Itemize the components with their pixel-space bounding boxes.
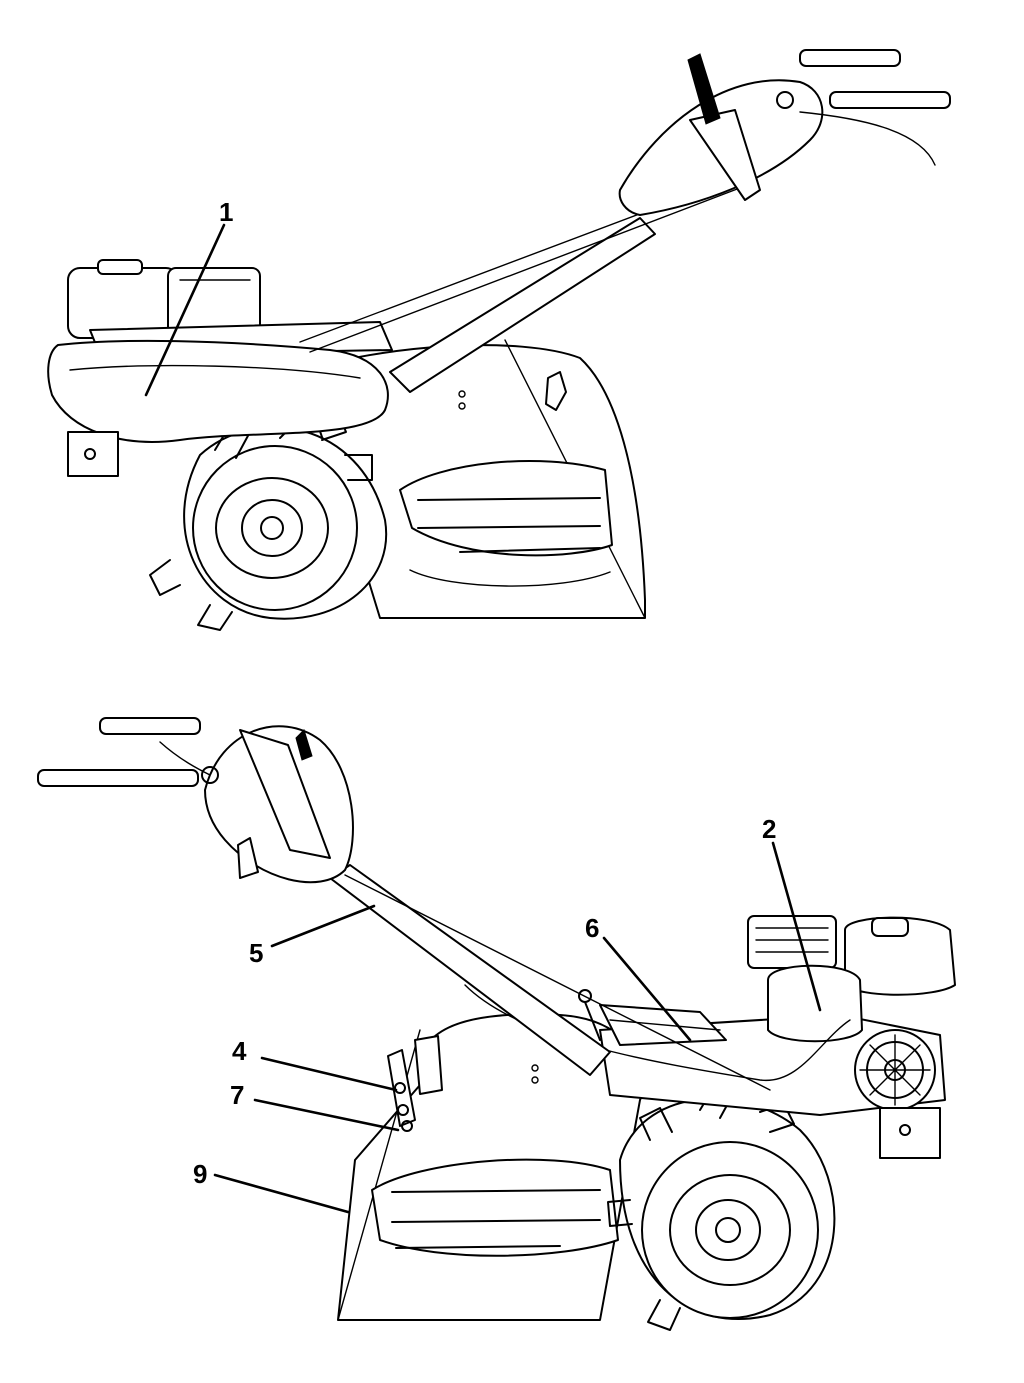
leader-2 — [771, 841, 822, 1012]
fender-top — [47, 339, 389, 443]
handlebar-bottom — [37, 717, 771, 1091]
callout-9: 9 — [193, 1159, 207, 1189]
callout-2: 2 — [762, 814, 776, 844]
tiller-bottom-view — [37, 717, 956, 1331]
leader-6 — [602, 936, 692, 1042]
wheel-bottom — [607, 1089, 836, 1331]
leader-4 — [260, 1056, 398, 1092]
callout-1: 1 — [219, 197, 233, 227]
leader-5 — [270, 904, 376, 948]
handlebar-top — [299, 49, 951, 393]
callout-6: 6 — [585, 913, 599, 943]
wheel-top — [149, 404, 388, 631]
tiller-top-view — [47, 49, 951, 631]
leader-7 — [253, 1098, 400, 1132]
depth-bar-bracket — [387, 1035, 443, 1132]
callout-7: 7 — [230, 1080, 244, 1110]
callout-4: 4 — [232, 1036, 247, 1066]
leader-9 — [213, 1173, 350, 1214]
callout-5: 5 — [249, 938, 263, 968]
side-shield-bottom — [371, 1158, 619, 1257]
leader-1 — [144, 223, 226, 397]
side-shield-top — [399, 459, 613, 557]
